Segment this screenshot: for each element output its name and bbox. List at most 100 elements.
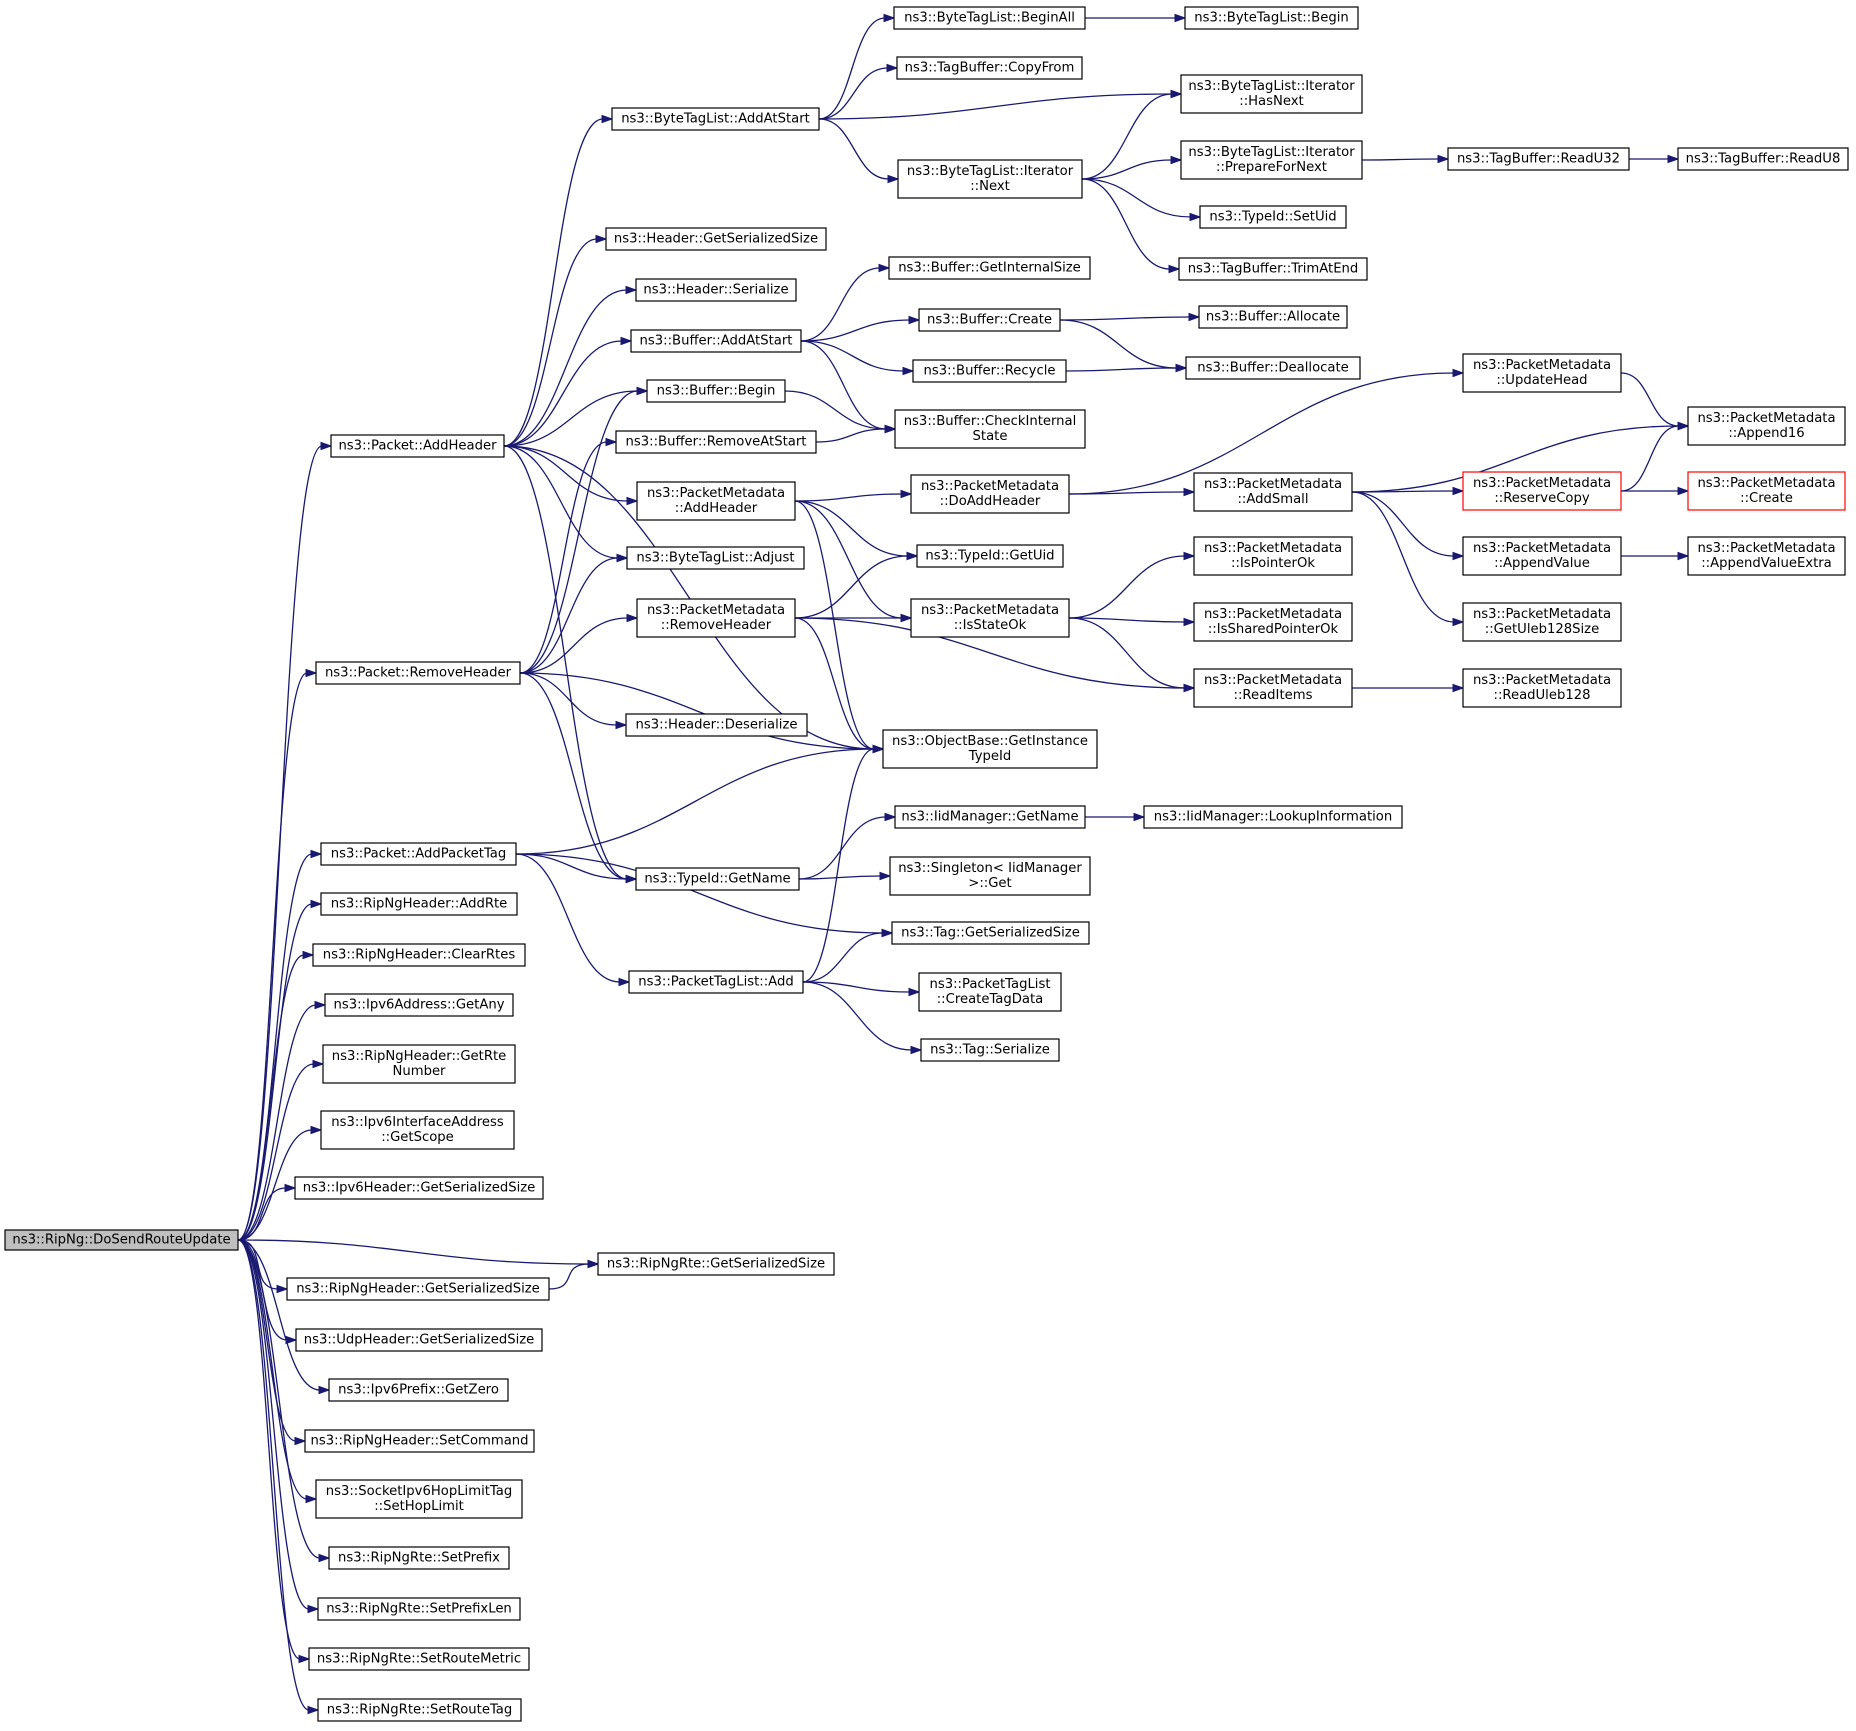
node-udphdr-getsersize[interactable]: ns3::UdpHeader::GetSerializedSize [295,1328,543,1352]
node-pkt-addheader[interactable]: ns3::Packet::AddHeader [330,434,505,458]
node-pkt-addpackettag[interactable]: ns3::Packet::AddPacketTag [320,842,517,866]
call-edge-pkt_addpackettag-to-typeid_getname [515,853,638,884]
node-btl-addatstart[interactable]: ns3::ByteTagList::AddAtStart [611,107,820,131]
node-label: ns3::Tag::GetSerializedSize [901,926,1080,941]
node-root[interactable]: ns3::RipNg::DoSendRouteUpdate [4,1229,239,1251]
node-buf-allocate[interactable]: ns3::Buffer::Allocate [1198,305,1348,329]
node-pm-append16[interactable]: ns3::PacketMetadata::Append16 [1687,406,1846,446]
node-typeid-setuid[interactable]: ns3::TypeId::SetUid [1199,205,1347,229]
node-pm-readitems[interactable]: ns3::PacketMetadata::ReadItems [1193,668,1353,708]
arrowhead-icon [1452,617,1465,627]
node-pm-removeheader[interactable]: ns3::PacketMetadata::RemoveHeader [636,598,796,638]
node-buf-removeatstart[interactable]: ns3::Buffer::RemoveAtStart [615,430,817,454]
node-pm-addsmall[interactable]: ns3::PacketMetadata::AddSmall [1193,472,1353,512]
node-ptl-createtagdata[interactable]: ns3::PacketTagList::CreateTagData [918,972,1062,1012]
node-label: ::DoAddHeader [940,494,1041,509]
node-label: ns3::Buffer::Allocate [1206,310,1340,325]
node-pkt-removeheader[interactable]: ns3::Packet::RemoveHeader [315,661,521,685]
node-prefix-getzero[interactable]: ns3::Ipv6Prefix::GetZero [328,1378,509,1402]
edge-line [548,1263,590,1290]
node-label: >::Get [968,876,1011,891]
node-pm-updatehead[interactable]: ns3::PacketMetadata::UpdateHead [1462,353,1622,393]
node-header-getsersize[interactable]: ns3::Header::GetSerializedSize [605,227,827,251]
node-btl-iter-preparefornext[interactable]: ns3::ByteTagList::Iterator::PrepareForNe… [1180,140,1363,180]
node-pm-doaddheader[interactable]: ns3::PacketMetadata::DoAddHeader [910,474,1070,514]
node-label: ns3::RipNgRte::GetSerializedSize [607,1257,825,1272]
node-ipv6addr-getany[interactable]: ns3::Ipv6Address::GetAny [324,993,514,1017]
node-tag-serialize[interactable]: ns3::Tag::Serialize [920,1038,1060,1062]
edge-line [1068,372,1455,495]
node-tagbuf-trimatend[interactable]: ns3::TagBuffer::TrimAtEnd [1178,257,1368,281]
node-pm-issharedpointerok[interactable]: ns3::PacketMetadata::IsSharedPointerOk [1193,602,1353,642]
node-ptl-add[interactable]: ns3::PacketTagList::Add [628,970,804,994]
node-tagbuf-readu32[interactable]: ns3::TagBuffer::ReadU32 [1447,147,1630,171]
node-pm-isstateok[interactable]: ns3::PacketMetadata::IsStateOk [910,598,1070,638]
node-pm-ispointerok[interactable]: ns3::PacketMetadata::IsPointerOk [1193,536,1353,576]
node-box [320,842,517,866]
edge-line [519,672,628,880]
node-hdr-clearrtes[interactable]: ns3::RipNgHeader::ClearRtes [312,943,526,967]
node-iid-lookupinformation[interactable]: ns3::IidManager::LookupInformation [1143,805,1403,829]
node-box [286,1277,550,1301]
node-label: TypeId [968,749,1012,764]
node-hdr-addrte[interactable]: ns3::RipNgHeader::AddRte [320,892,518,916]
node-pm-reservecopy[interactable]: ns3::PacketMetadata::ReserveCopy [1462,471,1622,511]
node-rte-getsersize[interactable]: ns3::RipNgRte::GetSerializedSize [597,1252,835,1276]
node-buf-deallocate[interactable]: ns3::Buffer::Deallocate [1185,356,1361,380]
node-ipv6if-getscope[interactable]: ns3::Ipv6InterfaceAddress::GetScope [320,1110,515,1150]
call-edge-root-to-pkt_addheader [237,441,333,1241]
node-tag-getsersize[interactable]: ns3::Tag::GetSerializedSize [891,921,1090,945]
node-singleton-get[interactable]: ns3::Singleton< IidManager>::Get [889,856,1091,896]
node-box [308,1647,530,1671]
node-box [918,308,1061,332]
node-btl-iter-next[interactable]: ns3::ByteTagList::Iterator::Next [897,159,1083,199]
node-ipv6hdr-getsersize[interactable]: ns3::Ipv6Header::GetSerializedSize [294,1176,544,1200]
node-riphdr-getsersize[interactable]: ns3::RipNgHeader::GetSerializedSize [286,1277,550,1301]
node-box [615,430,817,454]
node-label: ns3::ByteTagList::Adjust [636,551,794,566]
node-buf-begin[interactable]: ns3::Buffer::Begin [646,379,786,403]
node-header-deserialize[interactable]: ns3::Header::Deserialize [625,713,808,737]
node-pm-appendvalue[interactable]: ns3::PacketMetadata::AppendValue [1462,536,1622,576]
node-typeid-getuid[interactable]: ns3::TypeId::GetUid [916,544,1064,568]
node-btl-begin[interactable]: ns3::ByteTagList::Begin [1184,6,1359,30]
node-buf-getinternalsize[interactable]: ns3::Buffer::GetInternalSize [888,256,1091,280]
node-rte-setroutetag[interactable]: ns3::RipNgRte::SetRouteTag [317,1698,522,1722]
call-edge-root-to-hdr_getrtenumber [237,1059,325,1241]
node-rte-setprefix[interactable]: ns3::RipNgRte::SetPrefix [328,1546,510,1570]
node-header-serialize[interactable]: ns3::Header::Serialize [635,278,797,302]
node-label: ns3::PacketMetadata [647,603,785,618]
node-buf-create[interactable]: ns3::Buffer::Create [918,308,1061,332]
node-pm-addheader[interactable]: ns3::PacketMetadata::AddHeader [636,481,796,521]
node-pm-readuleb128[interactable]: ns3::PacketMetadata::ReadUleb128 [1462,668,1622,708]
node-hdr-setcommand[interactable]: ns3::RipNgHeader::SetCommand [304,1429,535,1453]
node-rte-setprefixlen[interactable]: ns3::RipNgRte::SetPrefixLen [317,1597,521,1621]
node-label: ns3::Buffer::Deallocate [1197,361,1349,376]
node-buf-recycle[interactable]: ns3::Buffer::Recycle [912,359,1067,383]
node-pm-appendvalueextra[interactable]: ns3::PacketMetadata::AppendValueExtra [1687,536,1846,576]
arrowhead-icon [884,812,897,822]
call-edge-ptl_add-to-ptl_createtagdata [802,981,921,997]
arrowhead-icon [1168,264,1181,274]
node-pm-create[interactable]: ns3::PacketMetadata::Create [1687,471,1846,511]
call-edge-pkt_addheader-to-typeid_getname [503,445,638,884]
node-tagbuf-copyfrom[interactable]: ns3::TagBuffer::CopyFrom [896,56,1083,80]
node-buf-addatstart[interactable]: ns3::Buffer::AddAtStart [630,329,802,353]
node-rte-setroutemetric[interactable]: ns3::RipNgRte::SetRouteMetric [308,1647,530,1671]
node-btl-adjust[interactable]: ns3::ByteTagList::Adjust [626,546,805,570]
edge-line [802,932,884,983]
node-btl-beginall[interactable]: ns3::ByteTagList::BeginAll [893,6,1086,30]
node-typeid-getname[interactable]: ns3::TypeId::GetName [635,867,800,891]
node-hoplimit-set[interactable]: ns3::SocketIpv6HopLimitTag::SetHopLimit [315,1479,523,1519]
node-label: ns3::RipNgRte::SetPrefixLen [326,1602,512,1617]
call-edge-pkt_removeheader-to-btl_adjust [519,553,629,674]
node-tagbuf-readu8[interactable]: ns3::TagBuffer::ReadU8 [1677,147,1849,171]
edge-line [1351,425,1680,493]
arrowhead-icon [1452,486,1465,496]
node-iid-getname[interactable]: ns3::IidManager::GetName [894,805,1086,829]
node-btl-iter-hasnext[interactable]: ns3::ByteTagList::Iterator::HasNext [1180,74,1363,114]
node-pm-getuleb128size[interactable]: ns3::PacketMetadata::GetUleb128Size [1462,602,1622,642]
